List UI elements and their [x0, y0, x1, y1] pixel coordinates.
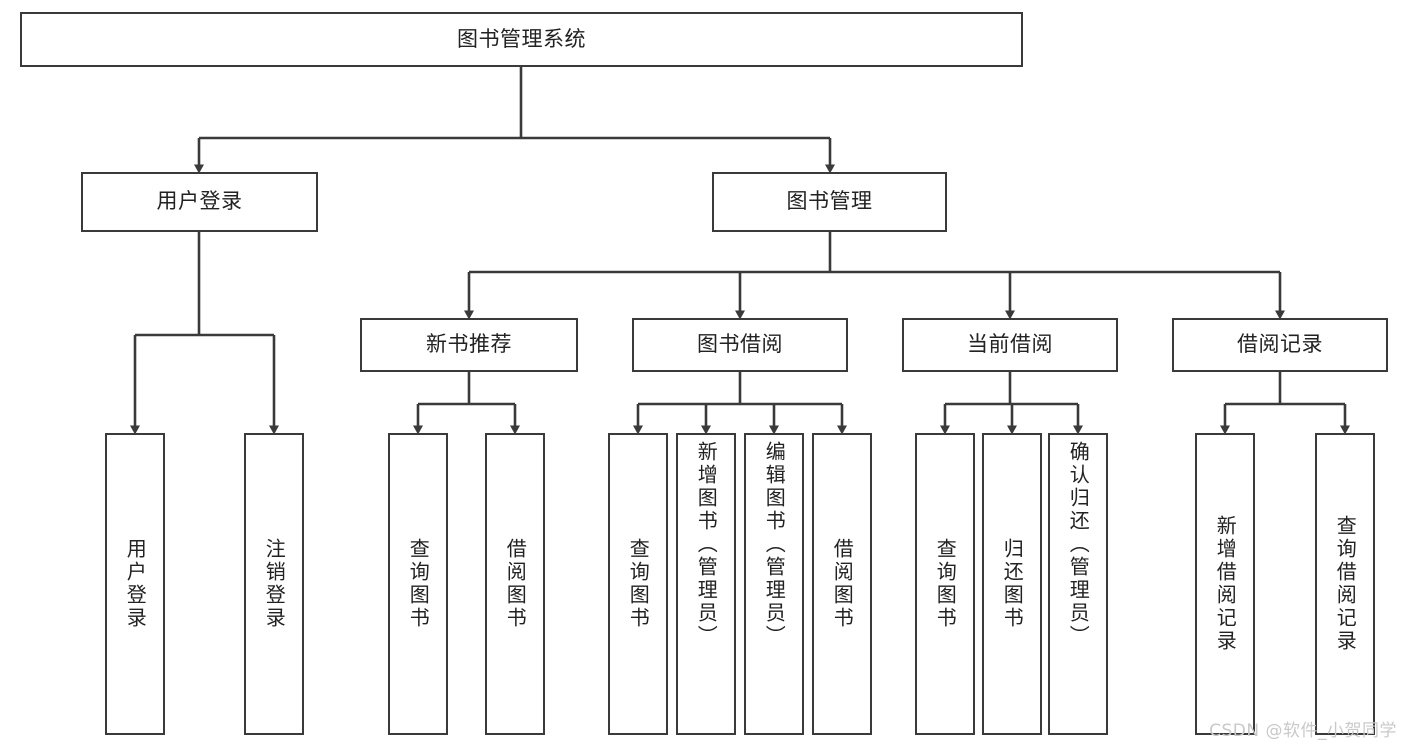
node-label: 图书管理系统 [457, 26, 586, 51]
node-book-management-system[interactable]: 图书管理系统 [20, 12, 1023, 67]
leaf-borrow-borrow-book[interactable]: 借阅图书 [812, 433, 872, 735]
node-label: 注销登录 [262, 538, 287, 630]
node-label: 借阅图书 [503, 538, 528, 630]
node-label: 图书借阅 [697, 332, 783, 357]
node-label: 借阅记录 [1237, 332, 1323, 357]
leaf-record-add-borrow-record[interactable]: 新增借阅记录 [1195, 433, 1255, 735]
leaf-record-query-borrow-record[interactable]: 查询借阅记录 [1315, 433, 1375, 735]
node-label: 查询图书 [406, 538, 431, 630]
node-label: 新书推荐 [426, 332, 512, 357]
leaf-recommend-query-book[interactable]: 查询图书 [388, 433, 448, 735]
leaf-recommend-borrow-book[interactable]: 借阅图书 [485, 433, 545, 735]
node-label: 用户登录 [156, 189, 243, 214]
leaf-borrow-edit-book-admin[interactable]: 编辑图书（管理员） [744, 433, 804, 735]
leaf-borrow-add-book-admin[interactable]: 新增图书（管理员） [676, 433, 736, 735]
node-user-login[interactable]: 用户登录 [81, 172, 318, 232]
leaf-user-login-signin[interactable]: 用户登录 [105, 433, 165, 735]
node-label: 新增图书（管理员） [694, 441, 719, 648]
leaf-current-confirm-return-admin[interactable]: 确认归还（管理员） [1048, 433, 1108, 735]
node-label: 用户登录 [123, 538, 148, 630]
node-new-book-recommend[interactable]: 新书推荐 [360, 318, 578, 372]
node-label: 图书管理 [786, 189, 873, 214]
node-book-borrow[interactable]: 图书借阅 [632, 318, 848, 372]
node-book-management[interactable]: 图书管理 [712, 172, 947, 232]
node-label: 查询图书 [626, 538, 651, 630]
node-label: 借阅图书 [830, 538, 855, 630]
node-label: 当前借阅 [967, 332, 1053, 357]
node-label: 查询借阅记录 [1333, 515, 1358, 653]
leaf-current-return-book[interactable]: 归还图书 [982, 433, 1042, 735]
node-current-borrow[interactable]: 当前借阅 [902, 318, 1118, 372]
node-borrow-record[interactable]: 借阅记录 [1172, 318, 1388, 372]
node-label: 确认归还（管理员） [1066, 441, 1091, 648]
node-label: 新增借阅记录 [1213, 515, 1238, 653]
node-label: 查询图书 [933, 538, 958, 630]
csdn-watermark: CSDN @软件_小贺同学 [1209, 721, 1397, 741]
leaf-borrow-query-book[interactable]: 查询图书 [608, 433, 668, 735]
node-label: 归还图书 [1000, 538, 1025, 630]
leaf-user-login-signout[interactable]: 注销登录 [244, 433, 304, 735]
node-label: 编辑图书（管理员） [762, 441, 787, 648]
leaf-current-query-book[interactable]: 查询图书 [915, 433, 975, 735]
